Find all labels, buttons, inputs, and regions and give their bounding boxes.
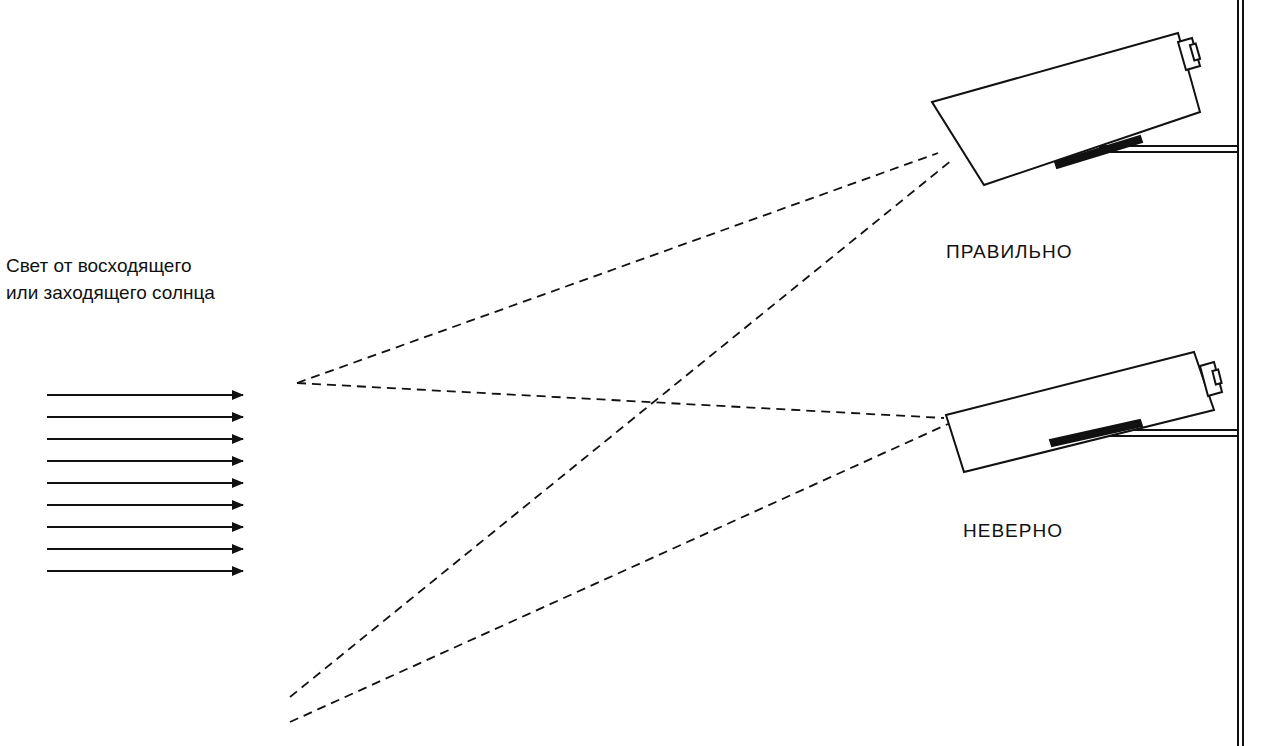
dashed-sight-lines: [290, 153, 952, 722]
wrong-label: НЕВЕРНО: [963, 517, 1063, 544]
sunlight-arrow: [47, 460, 243, 462]
sunlight-arrows: [47, 395, 243, 571]
sunlight-arrow: [47, 482, 243, 484]
sunlight-arrow: [47, 504, 243, 506]
sunlight-arrow: [47, 394, 243, 396]
wall: [1238, 0, 1243, 746]
sunlight-arrow: [47, 416, 243, 418]
solar-panel-correct: [932, 33, 1238, 185]
solar-panel-wrong: [946, 352, 1238, 472]
sunlight-arrow: [47, 548, 243, 550]
sunlight-arrow: [47, 526, 243, 528]
sunlight-arrow: [47, 438, 243, 440]
correct-label: ПРАВИЛЬНО: [946, 238, 1073, 265]
light-source-note: Свет от восходящего или заходящего солнц…: [6, 252, 218, 306]
sunlight-arrow: [47, 570, 243, 572]
